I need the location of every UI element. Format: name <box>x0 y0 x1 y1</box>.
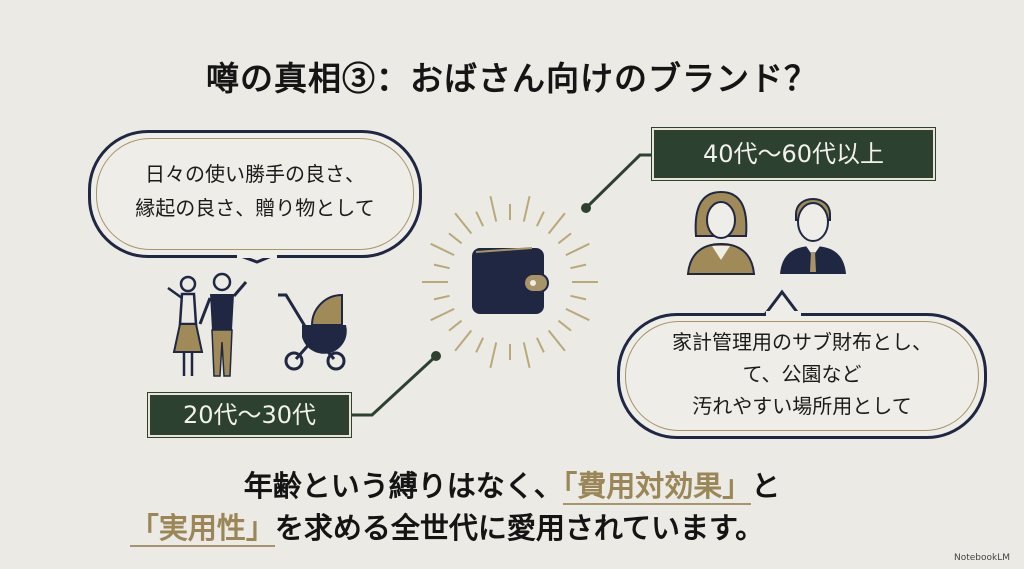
left-bubble-line: 縁起の良さ、贈り物として <box>135 196 375 220</box>
connector-dot-right <box>581 203 591 213</box>
highlight-cost-effectiveness: 「費用対効果」 <box>562 469 752 505</box>
man-icon <box>780 198 846 274</box>
glow-ray <box>565 242 590 257</box>
glow-ray <box>489 195 498 222</box>
glow-ray <box>475 211 485 227</box>
right-speech-bubble: 家計管理用のサブ財布とし、 て、公園など 汚れやすい場所用として <box>617 313 987 439</box>
conclusion-text: 年齢という縛りはなく、「費用対効果」と 「実用性」を求める全世代に愛用されていま… <box>0 465 1024 549</box>
glow-ray <box>433 263 450 270</box>
couple-icon <box>167 272 248 377</box>
wallet-icon <box>422 195 598 369</box>
right-bubble-line: 家計管理用のサブ財布とし、 <box>672 330 932 354</box>
highlight-practicality: 「実用性」 <box>129 511 275 547</box>
glow-ray <box>433 294 450 301</box>
conclusion-text-segment: 年齢という縛りはなく、 <box>243 469 563 503</box>
age-label-40s-60s: 40代～60代以上 <box>651 127 936 181</box>
left-speech-bubble: 日々の使い勝手の良さ、 縁起の良さ、贈り物として <box>88 130 422 258</box>
glow-ray <box>522 195 531 222</box>
conclusion-line-2: 「実用性」を求める全世代に愛用されています。 <box>0 507 1024 549</box>
wallet-glow-rays <box>422 195 598 369</box>
conclusion-line-1: 年齢という縛りはなく、「費用対効果」と <box>0 465 1024 507</box>
right-bubble-tail <box>762 289 802 317</box>
glow-ray <box>557 319 572 332</box>
glow-ray <box>547 212 566 235</box>
conclusion-text-segment: を求める全世代に愛用されています。 <box>274 511 765 545</box>
connector-dot-left <box>431 351 441 361</box>
slide-title: 噂の真相③：おばさん向けのブランド？ <box>206 59 818 98</box>
glow-ray <box>430 242 455 257</box>
glow-ray <box>448 319 463 332</box>
notebooklm-watermark: NotebookLM <box>953 553 1010 563</box>
glow-ray <box>570 294 587 301</box>
glow-ray <box>570 263 587 270</box>
left-bubble-line: 日々の使い勝手の良さ、 <box>145 162 365 186</box>
woman-icon <box>686 190 756 275</box>
conclusion-text-segment: と <box>751 469 781 503</box>
glow-ray <box>454 212 473 235</box>
glow-ray <box>448 232 463 245</box>
glow-ray <box>475 337 485 353</box>
glow-ray <box>522 342 531 369</box>
stroller-icon <box>278 293 347 371</box>
glow-ray <box>557 232 572 245</box>
glow-ray <box>430 307 455 322</box>
age-label-20s-30s: 20代～30代 <box>147 392 352 438</box>
connector-left <box>350 354 438 417</box>
glow-ray <box>565 307 590 322</box>
right-bubble-line: て、公園など <box>742 362 862 386</box>
glow-ray <box>535 211 545 227</box>
glow-ray <box>489 342 498 369</box>
glow-ray <box>454 329 473 352</box>
glow-ray <box>535 337 545 353</box>
right-bubble-line: 汚れやすい場所用として <box>692 394 912 418</box>
connector-right <box>584 153 654 210</box>
glow-ray <box>547 329 566 352</box>
